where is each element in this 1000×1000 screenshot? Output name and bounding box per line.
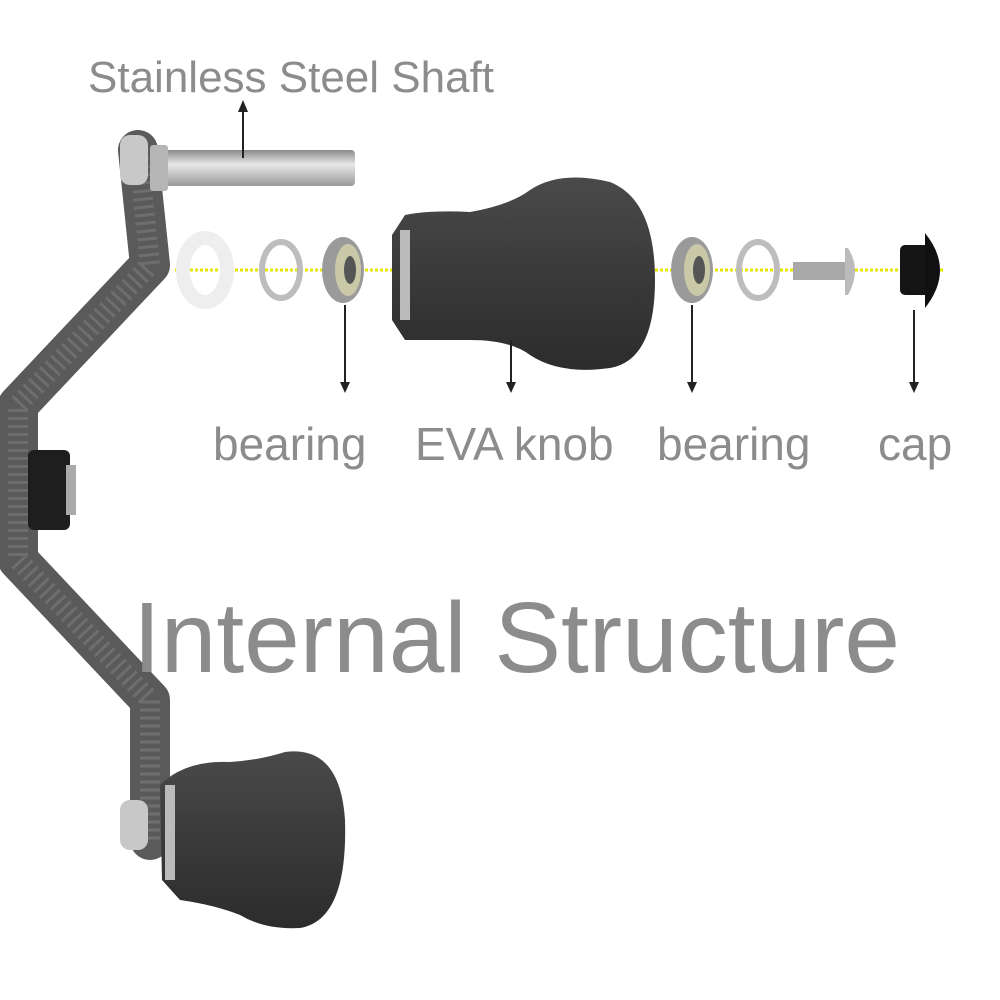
title-internal-structure: Internal Structure xyxy=(133,582,900,694)
label-eva-knob: EVA knob xyxy=(415,418,614,470)
metal-washer-right-icon xyxy=(736,239,780,301)
label-bearing-right: bearing xyxy=(657,418,810,470)
arm-bottom-screw-icon xyxy=(120,800,148,850)
bottom-eva-knob-icon xyxy=(160,751,346,929)
bearing-right-icon xyxy=(671,237,713,303)
pointer-arrows xyxy=(344,305,915,385)
arm-top-screw-icon xyxy=(120,135,148,185)
cap-icon xyxy=(900,233,940,308)
bearing-left-icon xyxy=(322,237,364,303)
plastic-washer-icon xyxy=(176,231,234,309)
label-bearing-left: bearing xyxy=(213,418,366,470)
label-stainless-steel-shaft: Stainless Steel Shaft xyxy=(88,53,494,102)
eva-knob-icon xyxy=(392,177,655,370)
metal-washer-icon xyxy=(259,239,303,301)
label-cap: cap xyxy=(878,418,952,470)
screw-icon xyxy=(793,248,855,295)
handle-arm xyxy=(0,130,170,860)
stainless-steel-shaft xyxy=(150,145,355,191)
center-nut-icon xyxy=(28,450,70,530)
